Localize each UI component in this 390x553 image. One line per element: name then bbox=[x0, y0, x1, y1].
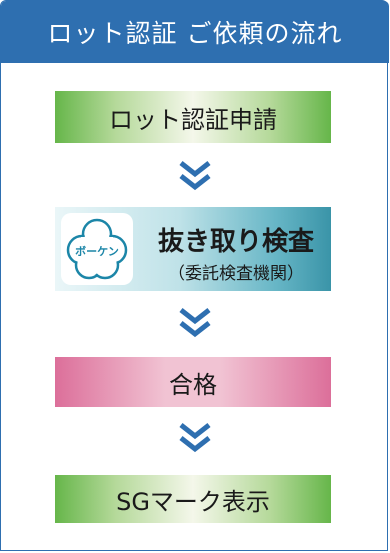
inspection-subtitle: （委託検査機関） bbox=[168, 264, 304, 284]
logo-text: ボーケン bbox=[75, 244, 119, 258]
step-sg-mark-label: SGマーク表示 bbox=[116, 487, 270, 516]
chevron-down-icon bbox=[179, 308, 211, 338]
chevron-down-icon bbox=[179, 161, 211, 191]
step-pass: 合格 bbox=[55, 357, 331, 407]
clover-logo-icon: ボーケン bbox=[61, 213, 133, 285]
inspection-title: 抜き取り検査 bbox=[157, 227, 314, 257]
panel-header: ロット認証 ご依頼の流れ bbox=[1, 1, 389, 63]
step-pass-label: 合格 bbox=[169, 370, 217, 399]
step-sg-mark: SGマーク表示 bbox=[55, 475, 331, 523]
chevron-down-icon bbox=[179, 423, 211, 453]
step-lot-application: ロット認証申請 bbox=[55, 91, 331, 143]
step-sampling-inspection: ボーケン 抜き取り検査 （委託検査機関） bbox=[55, 207, 331, 291]
panel-title: ロット認証 ご依頼の流れ bbox=[47, 19, 343, 48]
step-lot-application-label: ロット認証申請 bbox=[109, 105, 277, 134]
